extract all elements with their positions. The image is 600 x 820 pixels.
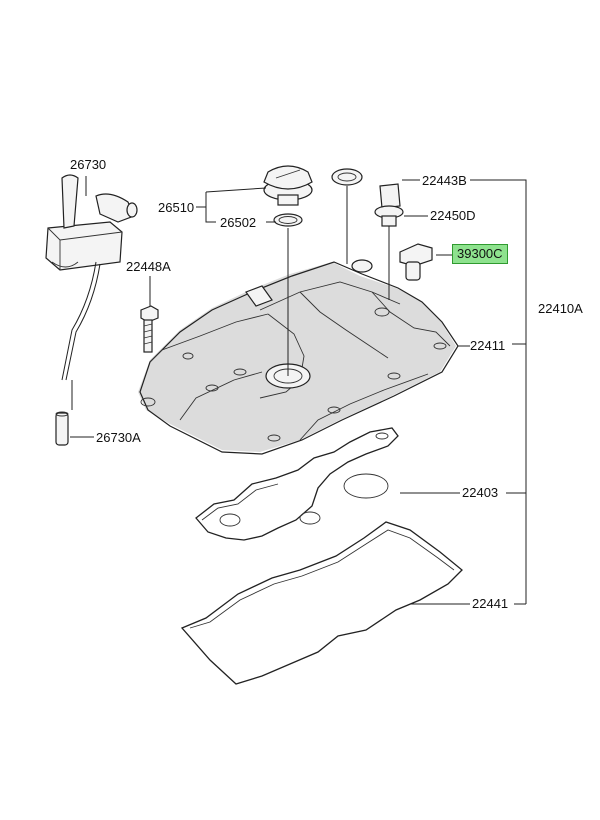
- label-22441[interactable]: 22441: [472, 596, 509, 611]
- label-22410A[interactable]: 22410A: [538, 301, 583, 316]
- label-26730A[interactable]: 26730A: [96, 430, 141, 445]
- plug-tube-gasket-part[interactable]: [195, 427, 399, 541]
- label-22411[interactable]: 22411: [470, 338, 506, 353]
- cover-gasket-part[interactable]: [180, 521, 463, 685]
- label-26510[interactable]: 26510: [158, 200, 195, 215]
- label-26502[interactable]: 26502: [220, 215, 257, 230]
- leader-lines: [70, 176, 527, 605]
- label-22403[interactable]: 22403: [462, 485, 499, 500]
- label-22443B[interactable]: 22443B: [422, 173, 467, 188]
- seal-part[interactable]: [331, 168, 363, 186]
- label-22448A[interactable]: 22448A: [126, 259, 171, 274]
- pcv-valve-part[interactable]: [374, 183, 404, 227]
- breather-hose-part[interactable]: [45, 174, 138, 446]
- label-39300C[interactable]: 39300C: [452, 244, 508, 264]
- sensor-part[interactable]: [399, 243, 433, 281]
- bolt-part[interactable]: [140, 305, 159, 353]
- label-22450D[interactable]: 22450D: [430, 208, 476, 223]
- label-26730[interactable]: 26730: [70, 157, 107, 172]
- rocker-cover-part[interactable]: [138, 259, 459, 455]
- filler-cap-part[interactable]: [263, 165, 313, 227]
